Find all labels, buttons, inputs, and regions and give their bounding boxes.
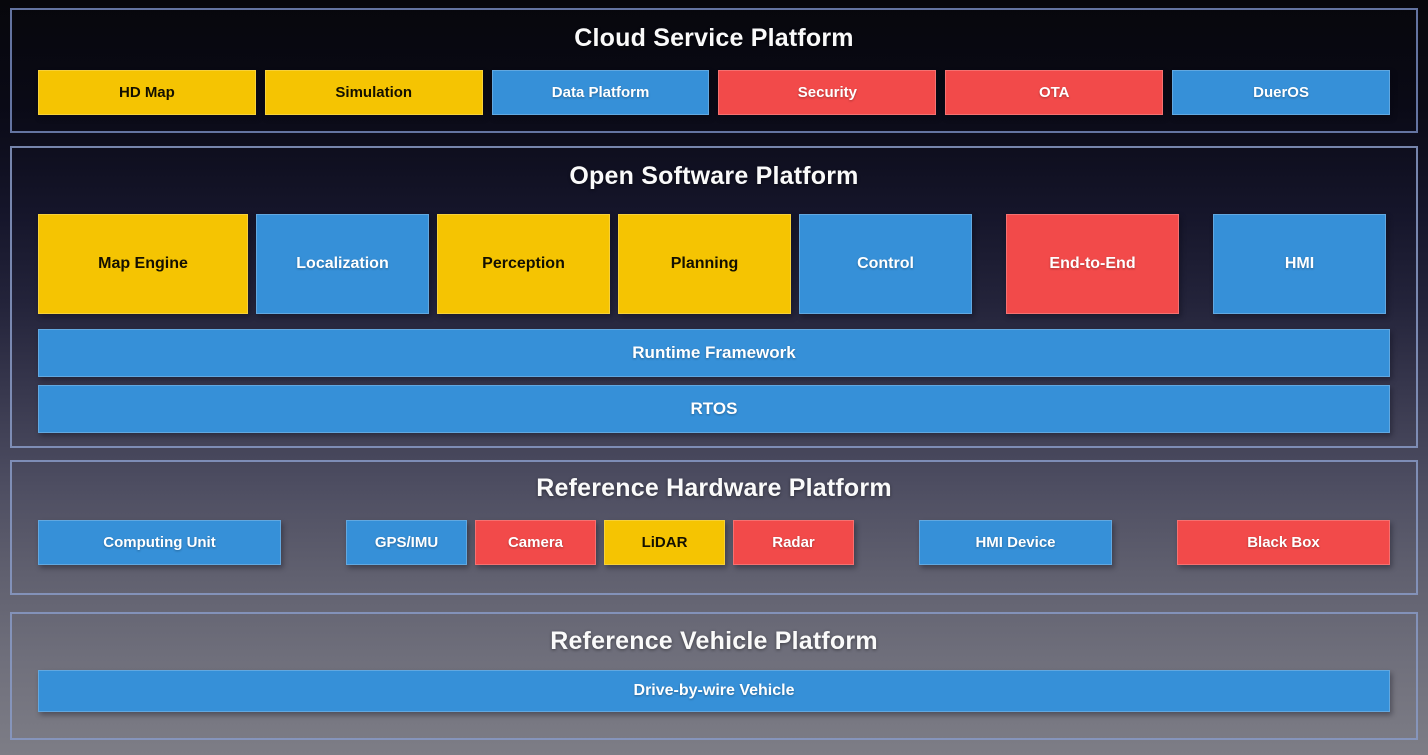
box-simulation: Simulation [264,70,483,115]
bar-label: Runtime Framework [632,343,796,362]
box-planning: Planning [618,214,791,314]
box-localization: Localization [256,214,429,314]
box-label: HMI [1284,255,1315,272]
section-title-reference-vehicle: Reference Vehicle Platform [550,627,878,655]
box-radar: Radar [733,520,854,565]
box-dueros: DuerOS [1172,70,1390,115]
box-camera: Camera [475,520,596,565]
box-lidar: LiDAR [604,520,725,565]
box-perception: Perception [437,214,610,314]
box-data-platform: Data Platform [491,70,710,115]
box-ota: OTA [945,70,1164,115]
section-title-open-software: Open Software Platform [569,162,859,190]
box-label: DuerOS [1253,84,1309,101]
box-label: OTA [1038,84,1070,101]
box-label: HMI Device [975,534,1056,551]
box-security: Security [718,70,937,115]
box-label: Black Box [1247,534,1320,551]
box-label: Radar [772,534,815,551]
box-hd-map: HD Map [38,70,256,115]
box-label: Computing Unit [103,534,216,551]
box-label: End-to-End [1049,255,1136,272]
box-label: Planning [670,255,739,272]
software-modules-row: Map Engine Localization Perception Plann… [38,214,1390,314]
box-end-to-end: End-to-End [1006,214,1179,314]
box-hmi: HMI [1213,214,1386,314]
bar-label: RTOS [690,399,738,418]
box-map-engine: Map Engine [38,214,248,314]
cloud-service-row: HD Map Simulation Data Platform Security… [38,70,1390,115]
box-label: Localization [296,255,389,272]
runtime-framework-bar: Runtime Framework [38,329,1390,377]
box-gps-imu: GPS/IMU [346,520,467,565]
section-title-cloud-service: Cloud Service Platform [574,24,854,52]
box-black-box: Black Box [1177,520,1390,565]
hardware-row: Computing Unit GPS/IMU Camera LiDAR Rada… [38,520,1390,565]
box-label: Security [797,84,857,101]
box-label: Data Platform [551,84,650,101]
box-label: Perception [482,255,565,272]
box-computing-unit: Computing Unit [38,520,281,565]
box-label: Simulation [335,84,413,101]
section-reference-vehicle-platform: Reference Vehicle Platform Drive-by-wire… [10,612,1418,740]
section-cloud-service-platform: Cloud Service Platform HD Map Simulation… [10,8,1418,133]
rtos-bar: RTOS [38,385,1390,433]
bar-label: Drive-by-wire Vehicle [633,682,795,699]
box-hmi-device: HMI Device [919,520,1112,565]
section-title-reference-hardware: Reference Hardware Platform [536,474,892,502]
box-label: LiDAR [641,534,688,551]
box-label: GPS/IMU [374,534,439,551]
box-label: Map Engine [98,255,188,272]
section-open-software-platform: Open Software Platform Map Engine Locali… [10,146,1418,448]
box-label: Control [857,255,914,272]
section-reference-hardware-platform: Reference Hardware Platform Computing Un… [10,460,1418,595]
box-label: HD Map [118,84,175,101]
drive-by-wire-vehicle-bar: Drive-by-wire Vehicle [38,670,1390,712]
box-label: Camera [507,534,564,551]
box-control: Control [799,214,972,314]
